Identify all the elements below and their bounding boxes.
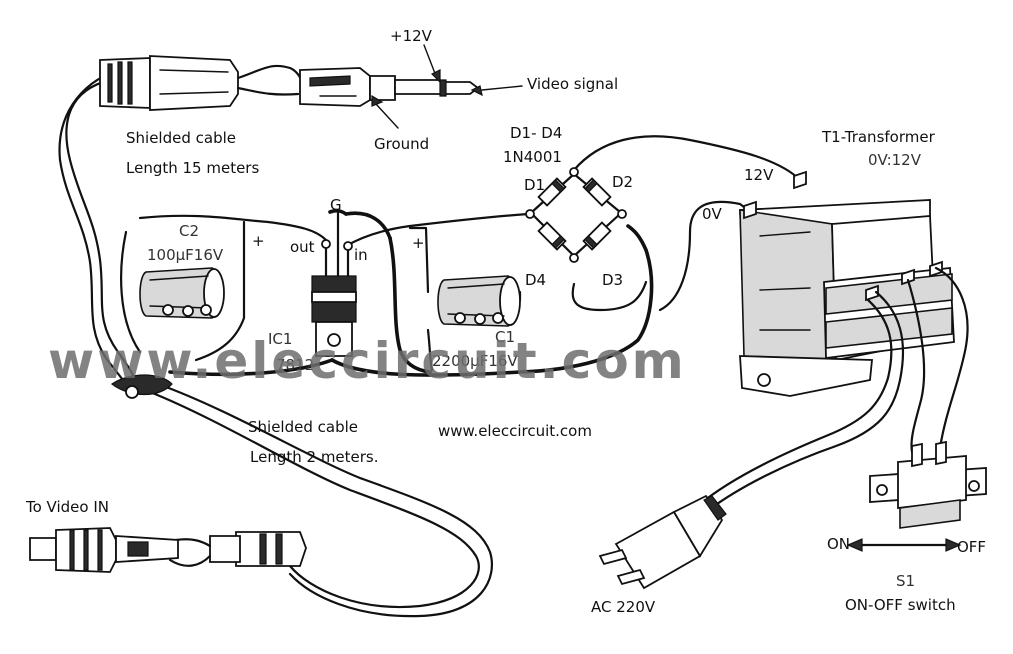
label-ic1: IC1 xyxy=(268,330,292,348)
bottom-cable-connector xyxy=(168,531,307,567)
label-switch: ON-OFF switch xyxy=(845,596,956,614)
label-c1: C1 xyxy=(495,328,515,346)
label-shielded-cable-bottom: Shielded cable xyxy=(248,418,358,436)
label-s1: S1 xyxy=(896,572,915,590)
label-plus12v: +12V xyxy=(390,27,433,45)
label-c2-value: 100µF16V xyxy=(147,246,224,264)
label-ground: Ground xyxy=(374,135,429,153)
shielded-cable-top xyxy=(65,78,140,390)
label-length-bottom: Length 2 meters. xyxy=(250,448,379,466)
label-plus-c1: + xyxy=(412,234,425,252)
label-in: in xyxy=(354,246,368,264)
diode-d1 xyxy=(537,177,567,207)
label-transformer-rating: 0V:12V xyxy=(868,151,922,169)
video-signal-arrow xyxy=(481,85,523,91)
shielded-cable-bottom xyxy=(148,390,480,608)
top-cable-connector xyxy=(99,55,312,111)
phono-jack xyxy=(299,67,480,107)
label-d3: D3 xyxy=(602,271,623,289)
label-to-video-in: To Video IN xyxy=(25,498,109,516)
rca-plug xyxy=(29,527,179,573)
ground-arrow xyxy=(375,103,399,129)
diode-d3 xyxy=(582,221,612,251)
label-length-top: Length 15 meters xyxy=(126,159,259,177)
cable-junction xyxy=(110,374,173,399)
label-diodes: D1- D4 xyxy=(510,124,562,142)
label-shielded-cable-top: Shielded cable xyxy=(126,129,236,147)
label-c1-value: 2200µF16V xyxy=(432,352,518,370)
label-g: G xyxy=(330,196,342,214)
capacitor-c1 xyxy=(437,275,521,327)
diode-d2 xyxy=(582,177,612,207)
bridge-rectifier xyxy=(525,167,627,263)
label-ac-220v: AC 220V xyxy=(591,598,656,616)
switch-s1 xyxy=(869,440,987,529)
transformer-t1 xyxy=(739,170,955,397)
ac-plug xyxy=(598,494,727,590)
label-tap-12v: 12V xyxy=(744,166,774,184)
capacitor-c2 xyxy=(139,267,225,319)
label-diode-part: 1N4001 xyxy=(503,148,562,166)
label-plus-c2: + xyxy=(252,232,265,250)
label-transformer: T1-Transformer xyxy=(821,128,936,146)
label-d4: D4 xyxy=(525,271,546,289)
label-on: ON xyxy=(827,535,850,553)
regulator-ic1 xyxy=(311,239,357,357)
label-off: OFF xyxy=(957,538,986,556)
label-d2: D2 xyxy=(612,173,633,191)
label-d1: D1 xyxy=(524,176,545,194)
label-ic1-part: 7812 xyxy=(276,356,314,374)
label-out: out xyxy=(290,238,315,256)
label-video-signal: Video signal xyxy=(527,75,618,93)
watermark: www.eleccircuit.com xyxy=(48,332,687,390)
diode-d4 xyxy=(537,221,567,251)
label-c2: C2 xyxy=(179,222,199,240)
plus12v-arrow xyxy=(423,44,437,77)
label-tap-0v: 0V xyxy=(702,205,723,223)
label-site-url: www.eleccircuit.com xyxy=(438,422,592,440)
